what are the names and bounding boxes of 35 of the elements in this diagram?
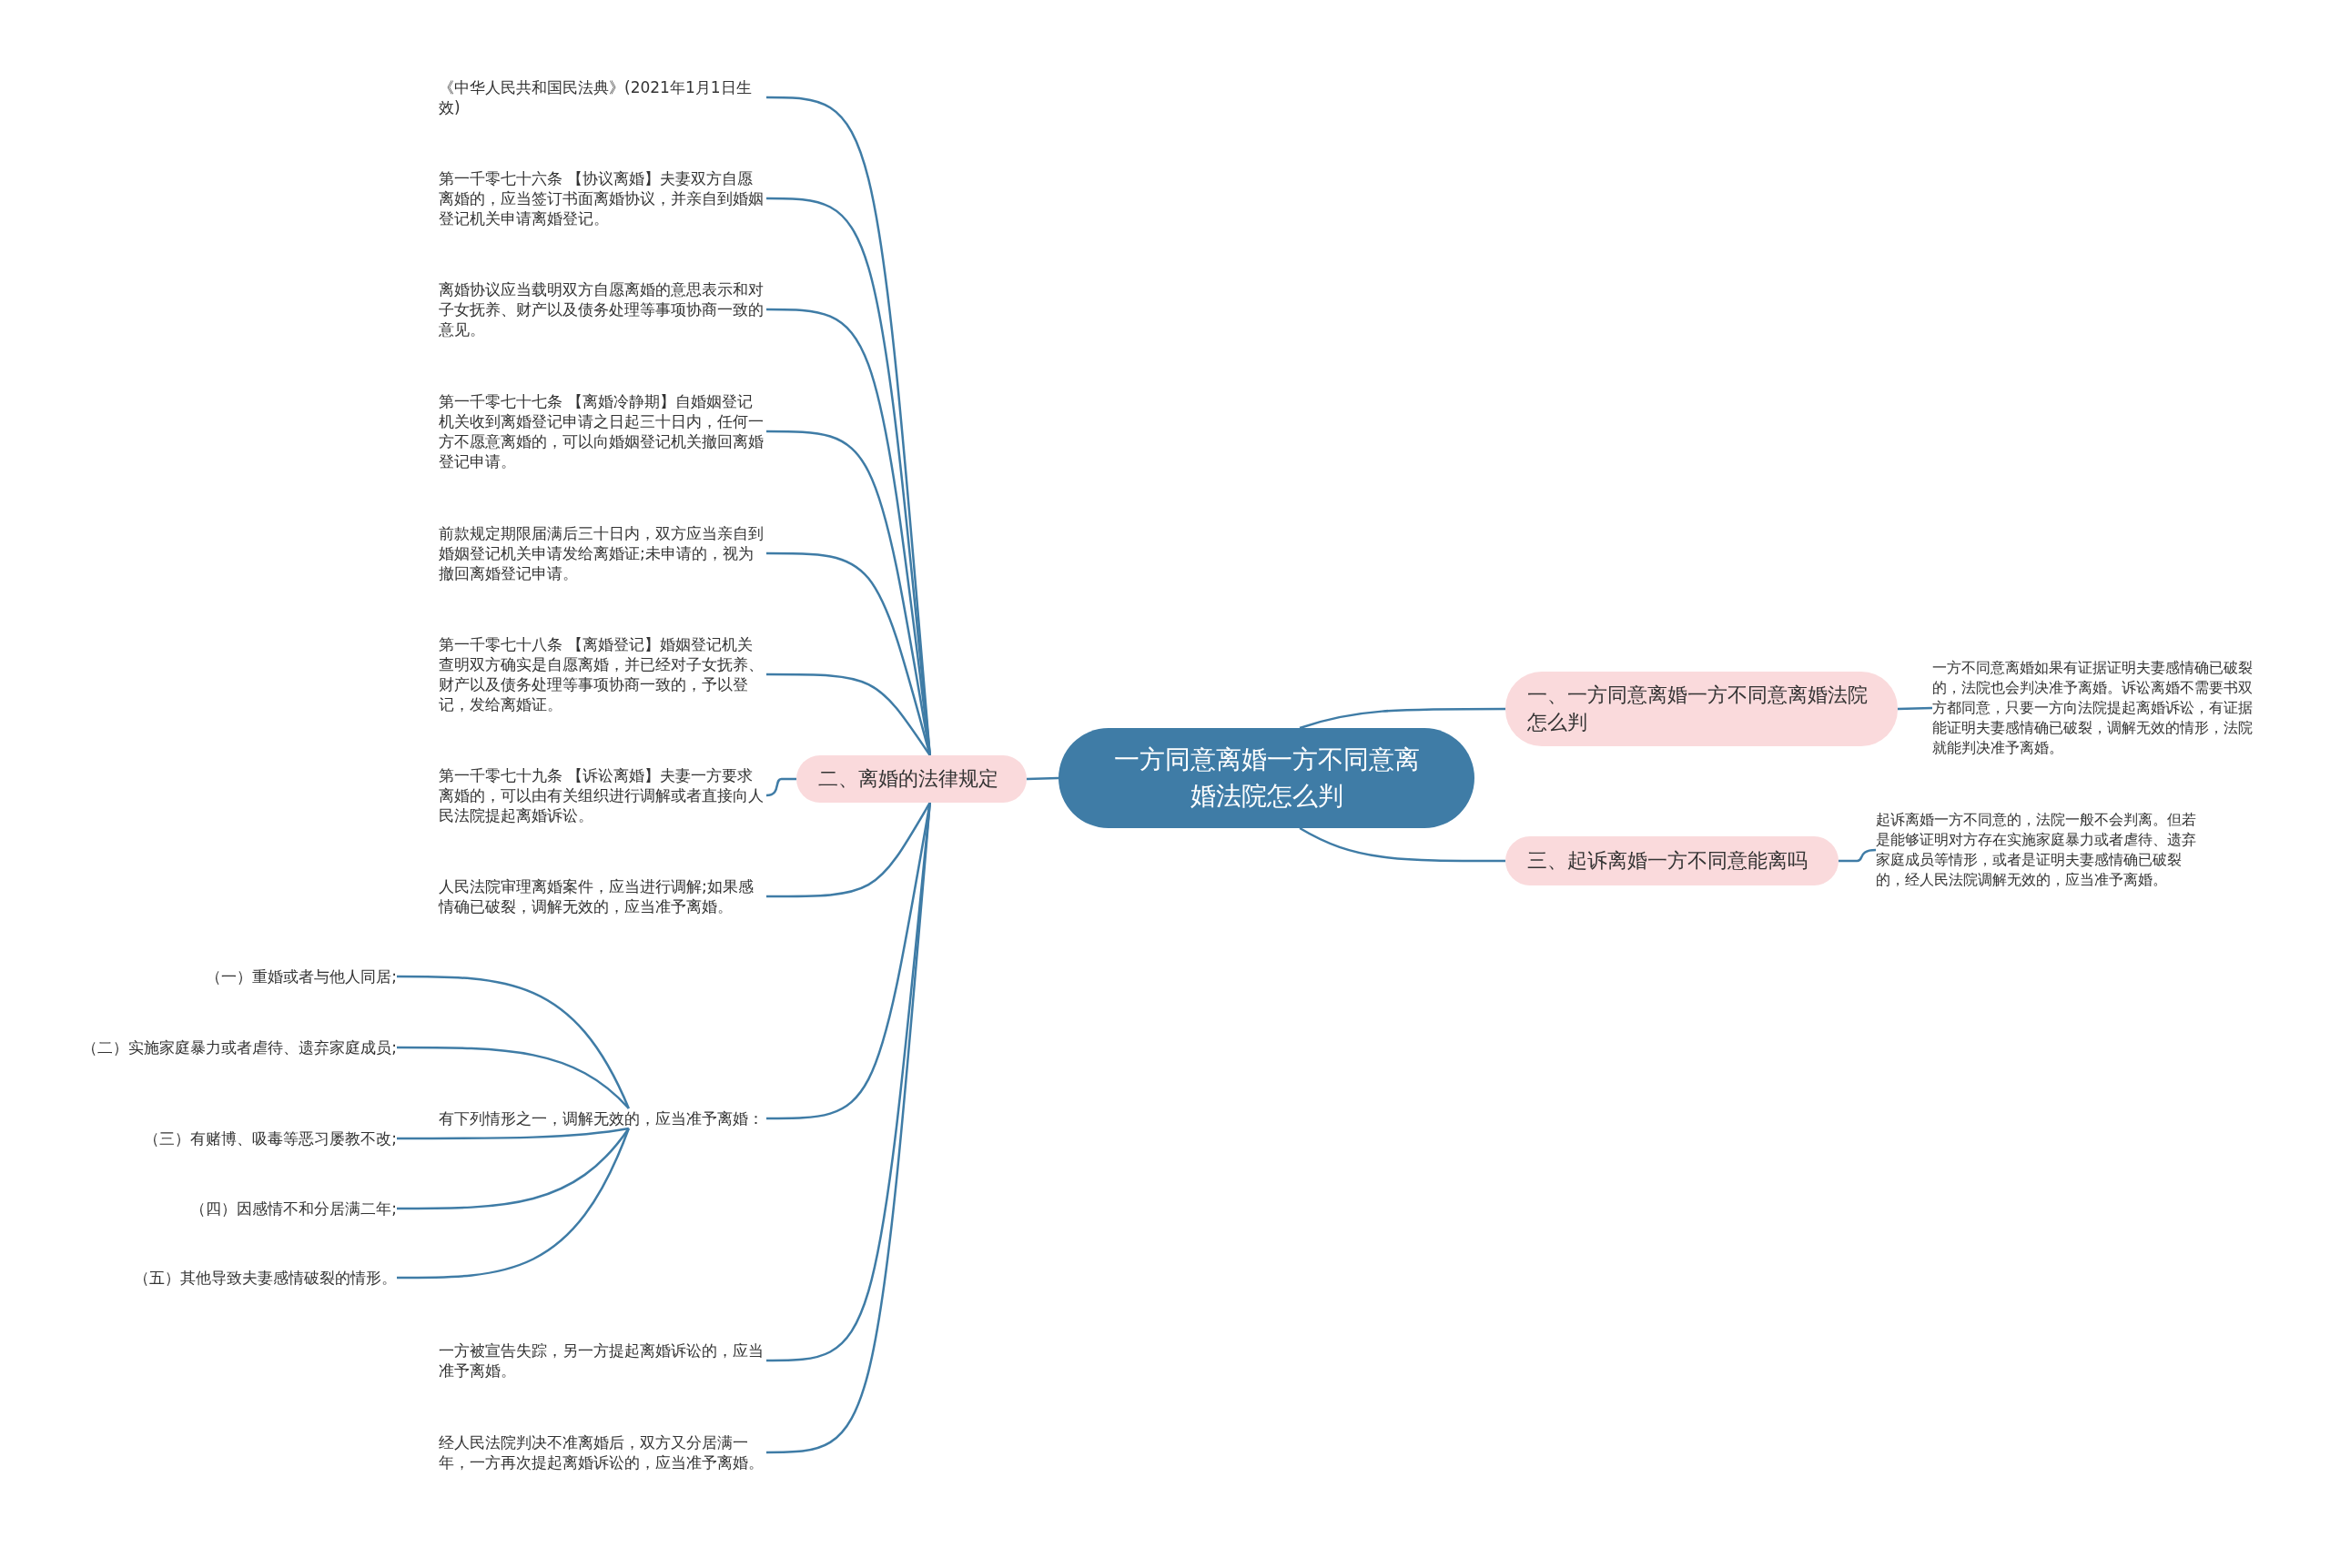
note-text: 第一千零七十九条 【诉讼离婚】夫妻一方要求离婚的，可以由有关组织进行调解或者直接向人民法院提起离婚诉讼。 [439,765,766,825]
note-text: 第一千零七十七条 【离婚冷静期】自婚姻登记机关收到离婚登记申请之日起三十日内，任何一方不愿意离婚的，可以向婚姻登记机关撤回离婚登记申请。 [439,391,766,471]
note-text: 第一千零七十六条 【协议离婚】夫妻双方自愿离婚的，应当签订书面离婚协议，并亲自到婚姻登记机关申请离婚登记。 [439,168,766,228]
connector-line [397,1127,629,1140]
topic-pill: 三、起诉离婚一方不同意能离吗 [1505,836,1839,885]
note-text: 起诉离婚一方不同意的，法院一般不会判离。但若是能够证明对方存在实施家庭暴力或者虐待、遗弃家庭成员等情形，或者是证明夫妻感情确已破裂的，经人民法院调解无效的，应当准予离婚。 [1876,810,2203,890]
connector-line [397,1128,630,1210]
note-text: 一方被宣告失踪，另一方提起离婚诉讼的，应当准予离婚。 [439,1340,766,1381]
note-text: （四）因感情不和分居满二年; [55,1199,397,1219]
note-text: 有下列情形之一，调解无效的，应当准予离婚： [439,1108,766,1128]
connector-line [1897,706,1933,711]
note-text: 《中华人民共和国民法典》(2021年1月1日生效) [439,77,766,117]
note-text: 第一千零七十八条 【离婚登记】婚姻登记机关查明双方确实是自愿离婚，并已经对子女抚养、财产以及债务处理等事项协商一致的，予以登记，发给离婚证。 [439,634,766,714]
note-text: 一方不同意离婚如果有证据证明夫妻感情确已破裂的，法院也会判决准予离婚。诉讼离婚不需要书双方都同意，只要一方向法院提起离婚诉讼，有证据能证明夫妻感情确已破裂，调解无效的情形，法院就能判决准予离婚。 [1932,658,2264,758]
connector-line [766,673,931,756]
connector-line [397,1046,630,1109]
connector-line [1299,826,1505,863]
connector-line [765,777,796,797]
note-text: （三）有赌博、吸毒等恶习屡教不改; [55,1128,397,1148]
note-text: （一）重婚或者与他人同居; [55,966,397,986]
note-text: （二）实施家庭暴力或者虐待、遗弃家庭成员; [55,1037,397,1057]
connector-line [766,802,931,898]
connector-line [397,975,630,1109]
connector-line [1026,776,1059,781]
note-text: 离婚协议应当载明双方自愿离婚的意思表示和对子女抚养、财产以及债务处理等事项协商一致的意见。 [439,279,766,339]
connector-line [1299,707,1505,730]
topic-pill: 二、离婚的法律规定 [796,755,1027,803]
note-text: 经人民法院判决不准离婚后，双方又分居满一年，一方再次提起离婚诉讼的，应当准予离婚。 [439,1432,766,1472]
connector-line [1839,848,1877,863]
note-text: 前款规定期限届满后三十日内，双方应当亲自到婚姻登记机关申请发给离婚证;未申请的，视为撤回离婚登记申请。 [439,523,766,583]
central-topic: 一方同意离婚一方不同意离婚法院怎么判 [1059,728,1474,828]
topic-pill: 一、一方同意离婚一方不同意离婚法院怎么判 [1505,672,1898,746]
connector-line [397,1128,630,1280]
note-text: 人民法院审理离婚案件，应当进行调解;如果感情确已破裂，调解无效的，应当准予离婚。 [439,876,766,916]
note-text: （五）其他导致夫妻感情破裂的情形。 [55,1268,397,1288]
